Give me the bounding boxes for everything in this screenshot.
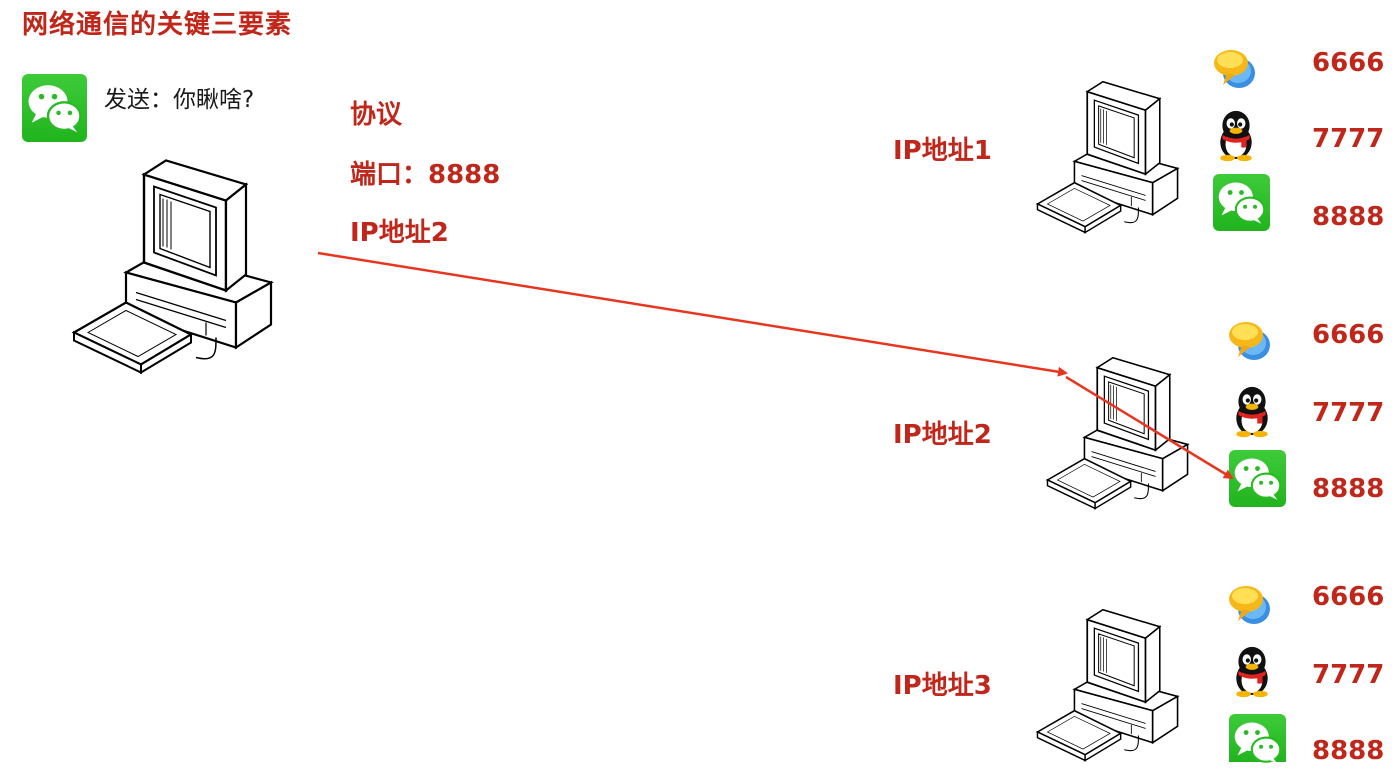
port-number: 6666 xyxy=(1312,320,1385,350)
chat-bubble-icon xyxy=(1214,50,1255,88)
port-number: 7777 xyxy=(1312,124,1385,154)
arrow-to-host2 xyxy=(317,251,1068,377)
port-number: 6666 xyxy=(1312,582,1385,612)
host-ip-label: IP地址3 xyxy=(893,671,992,701)
host-computer xyxy=(1036,80,1179,234)
send-message-text: 发送：你瞅啥? xyxy=(104,87,255,113)
qq-penguin-icon xyxy=(1236,646,1268,698)
port-number: 7777 xyxy=(1312,660,1385,690)
host-ip-label: IP地址2 xyxy=(893,420,992,450)
qq-penguin-icon xyxy=(1220,110,1252,162)
host-computer xyxy=(1036,608,1179,762)
qq-penguin-icon xyxy=(1236,386,1268,438)
protocol-label: 协议 xyxy=(350,100,403,130)
port-number: 6666 xyxy=(1312,48,1385,78)
port-number: 7777 xyxy=(1312,398,1385,428)
port-label: 端口：8888 xyxy=(350,160,501,190)
wechat-icon xyxy=(1229,714,1286,765)
port-number: 8888 xyxy=(1312,736,1385,766)
ip-label: IP地址2 xyxy=(350,218,449,248)
port-number: 8888 xyxy=(1312,202,1385,232)
host-ip-label: IP地址1 xyxy=(893,136,992,166)
wechat-icon xyxy=(1213,174,1270,231)
chat-bubble-icon xyxy=(1229,586,1270,624)
sender-computer xyxy=(72,159,273,374)
wechat-icon xyxy=(22,74,87,142)
chat-bubble-icon xyxy=(1229,322,1270,360)
host-computer xyxy=(1046,356,1189,510)
wechat-icon xyxy=(1229,450,1286,507)
port-number: 8888 xyxy=(1312,474,1385,504)
page-title: 网络通信的关键三要素 xyxy=(22,10,293,40)
